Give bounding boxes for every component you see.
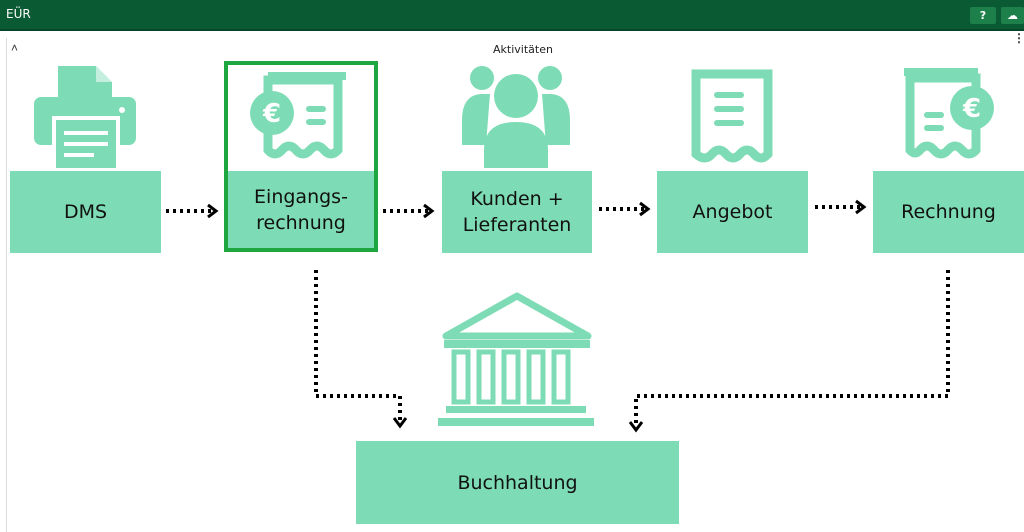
- incoming-invoice-icon: €: [250, 72, 346, 159]
- selected-node-highlight: [224, 61, 378, 252]
- node-angebot[interactable]: Angebot: [657, 171, 808, 253]
- svg-text:€: €: [962, 94, 981, 124]
- panel-title: Aktivitäten: [493, 43, 553, 56]
- people-icon: [462, 66, 570, 168]
- node-kunden-lieferanten[interactable]: Kunden +Lieferanten: [442, 171, 592, 253]
- arrow-rechnung-to-buchhaltung: [634, 270, 950, 424]
- printer-icon: [34, 66, 136, 172]
- svg-text:€: €: [262, 99, 281, 129]
- node-buchhaltung-label: Buchhaltung: [457, 471, 578, 494]
- node-buchhaltung[interactable]: Buchhaltung: [356, 441, 679, 524]
- help-button[interactable]: ?: [970, 7, 996, 24]
- panel-left-border: [6, 38, 7, 532]
- node-dms-label: DMS: [63, 201, 108, 223]
- cloud-upload-icon[interactable]: ☁: [1001, 7, 1024, 24]
- node-dms[interactable]: DMS: [10, 171, 161, 253]
- arrow-eingang-to-buchhaltung: [314, 270, 402, 420]
- node-kunden-label: Kunden +Lieferanten: [462, 188, 572, 236]
- bank-icon: [438, 292, 594, 426]
- app-header: EÜR ? ☁: [0, 0, 1024, 31]
- outgoing-invoice-icon: €: [904, 68, 994, 159]
- node-rechnung[interactable]: Rechnung: [873, 171, 1024, 253]
- app-title: EÜR: [6, 7, 31, 21]
- document-icon: [691, 69, 773, 163]
- collapse-caret-icon[interactable]: ˄: [11, 41, 19, 55]
- node-angebot-label: Angebot: [692, 201, 773, 223]
- node-eingangsrechnung[interactable]: Eingangs-rechnung: [227, 171, 375, 249]
- panel-menu-icon[interactable]: ⋮: [1013, 31, 1024, 45]
- node-rechnung-label: Rechnung: [901, 201, 996, 223]
- node-eingangsrechnung-label: Eingangs-rechnung: [254, 186, 348, 234]
